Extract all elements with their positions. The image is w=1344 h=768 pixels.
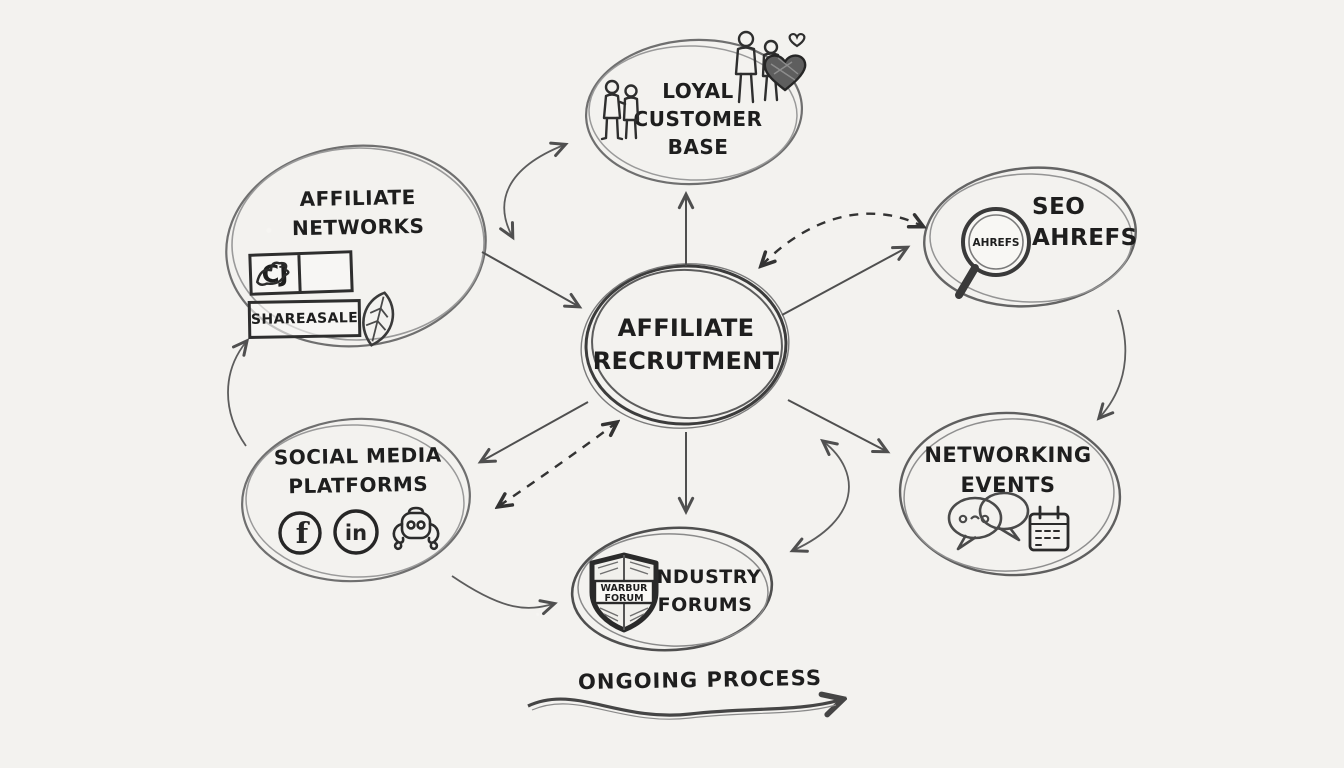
- label-line: SOCIAL MEDIA: [273, 442, 442, 470]
- label-seo-ahrefs: SEO AHREFS: [1032, 192, 1142, 254]
- label-loyal-customer-base: LOYAL CUSTOMER BASE: [608, 77, 788, 161]
- label-line: AFFILIATE: [299, 184, 417, 212]
- label-social-media-platforms: SOCIAL MEDIA PLATFORMS: [253, 440, 464, 502]
- arrow-social-to-forums-curve: [451, 575, 553, 608]
- ahrefs-magnifier-icon: AHREFS: [955, 207, 1031, 299]
- arrow-networks-loyal-curve: [504, 145, 564, 236]
- arrow-center-forums-curve: [794, 442, 850, 550]
- ellipse-loyal-customer-base: [584, 38, 804, 186]
- label-line: LOYAL: [662, 79, 734, 103]
- label-ongoing-process: ONGOING PROCESS: [577, 665, 823, 695]
- arrow-social-to-networks-curve: [227, 342, 246, 447]
- ellipse-networking-events: [898, 411, 1122, 577]
- label-affiliate-recruitment: AFFILIATE RECRUTMENT: [586, 312, 786, 378]
- ellipse-industry-forums: [570, 526, 774, 652]
- arrow-social-center-dashed: [499, 423, 616, 506]
- label-line: AHREFS: [1032, 225, 1138, 251]
- arrow-center-to-seo: [781, 248, 906, 316]
- linkedin-icon: in: [333, 509, 379, 555]
- forum-shield-icon: WARBUR FORUM: [589, 552, 659, 633]
- arrow-center-to-social: [482, 401, 589, 461]
- label-line: CUSTOMER: [633, 107, 763, 131]
- discord-icon: [392, 506, 440, 551]
- label-line: SEO: [1032, 194, 1086, 220]
- label-line: AFFILIATE: [617, 314, 755, 342]
- customers-people-icon: [600, 79, 640, 141]
- label-line: RECRUTMENT: [592, 347, 780, 375]
- ellipse-affiliate-recruitment: [580, 263, 790, 429]
- label-line: BASE: [667, 135, 729, 159]
- couple-heart-icon: [734, 30, 807, 104]
- facebook-letter: f: [296, 516, 311, 550]
- shield-text-line2: FORUM: [604, 593, 643, 604]
- label-networking-events: NETWORKING EVENTS: [903, 440, 1113, 500]
- label-line: FORUMS: [657, 594, 753, 616]
- shield-text-line1: WARBUR: [601, 583, 649, 594]
- bird-icon: [256, 261, 350, 287]
- label-line: NETWORKS: [291, 213, 425, 241]
- label-line: INDUSTRY: [648, 566, 762, 588]
- label-industry-forums: INDUSTRY FORUMS: [640, 563, 770, 619]
- facebook-icon: f: [278, 511, 322, 555]
- cj-badge: CJ: [248, 250, 354, 296]
- label-affiliate-networks: AFFILIATE NETWORKS: [258, 182, 459, 243]
- ongoing-process-arrow: [527, 699, 840, 715]
- ellipse-social-media: [241, 417, 471, 583]
- arrow-seo-to-networking-curve: [1100, 309, 1127, 417]
- linkedin-letters: in: [345, 521, 367, 545]
- ongoing-process-arrow-shadow: [531, 703, 837, 720]
- magnifier-label: AHREFS: [973, 237, 1020, 249]
- label-line: PLATFORMS: [288, 471, 429, 499]
- arrow-center-seo-dashed: [762, 212, 922, 265]
- ellipse-affiliate-networks: [225, 144, 487, 348]
- arrow-center-to-networking: [787, 399, 886, 451]
- chat-bubbles-icon: [947, 491, 1030, 551]
- calendar-icon: [1028, 505, 1070, 552]
- shareasale-badge: SHAREASALE: [247, 299, 362, 339]
- arrow-networks-to-center: [481, 251, 578, 306]
- leaf-icon: [362, 291, 395, 347]
- label-line: NETWORKING: [924, 443, 1092, 467]
